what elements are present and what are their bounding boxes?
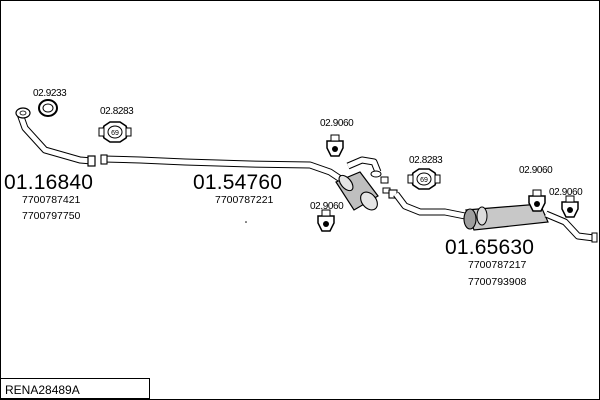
gasket-number: 02.9233 (33, 88, 67, 99)
clamp-b-size: 69 (420, 177, 428, 184)
clamp-b-number: 02.8283 (409, 155, 443, 166)
clamp-b (407, 168, 441, 190)
clamp-a-size: 69 (111, 130, 119, 137)
middle-silencer-oem-1: 7700787221 (215, 194, 274, 206)
front-pipe-oem-1: 7700787421 (22, 194, 81, 206)
hanger-b (317, 209, 335, 232)
hanger-c-number: 02.9060 (519, 165, 553, 176)
gasket-ring (38, 99, 58, 117)
hanger-a (326, 134, 344, 157)
front-flange (15, 107, 31, 119)
rear-silencer-oem-1: 7700787217 (468, 259, 527, 271)
rear-silencer-part-number: 01.65630 (445, 236, 535, 259)
hanger-c (528, 189, 546, 212)
hanger-b-number: 02.9060 (310, 201, 344, 212)
fitting (380, 176, 389, 184)
clamp-a-number: 02.8283 (100, 106, 134, 117)
front-pipe-end (87, 155, 96, 167)
hanger-d (561, 195, 579, 218)
rear-silencer-assembly (388, 189, 598, 243)
rear-silencer-oem-2: 7700793908 (468, 276, 527, 288)
diagram-title: RENA28489A (5, 383, 80, 397)
front-pipe (15, 107, 96, 167)
hanger-a-number: 02.9060 (320, 118, 354, 129)
front-pipe-oem-2: 7700797750 (22, 210, 81, 222)
clamp-a (98, 121, 132, 143)
middle-silencer-part-number: 01.54760 (193, 171, 283, 194)
diagram-title-box: RENA28489A (0, 378, 150, 399)
middle-silencer-assembly (100, 154, 391, 223)
front-pipe-part-number: 01.16840 (4, 171, 94, 194)
hanger-d-number: 02.9060 (549, 187, 583, 198)
